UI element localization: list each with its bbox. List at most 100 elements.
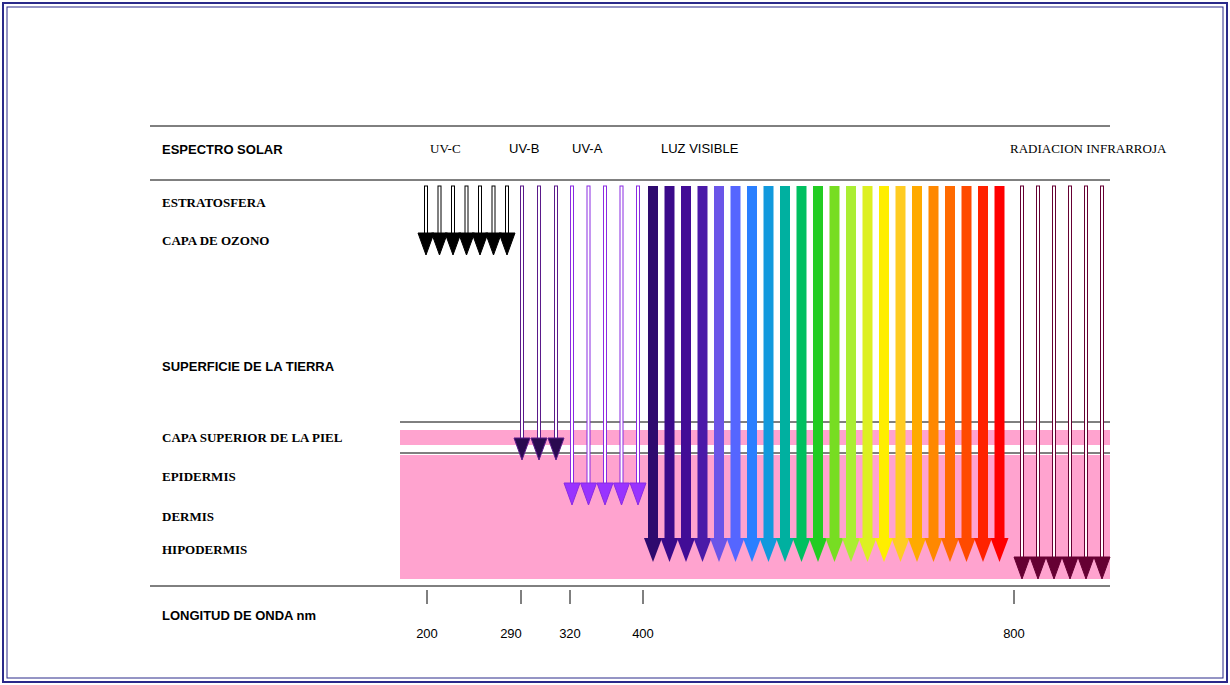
- arrow-shaft: [929, 186, 939, 540]
- radiation-arrow: [710, 186, 728, 562]
- arrow-shaft: [780, 186, 790, 540]
- arrow-shaft: [648, 186, 658, 540]
- radiation-arrow: [1094, 186, 1110, 579]
- diagram-label: SUPERFICIE DE LA TIERRA: [162, 360, 334, 373]
- arrow-head: [776, 538, 794, 562]
- arrow-shaft: [896, 186, 906, 540]
- radiation-arrow: [842, 186, 860, 562]
- radiation-arrow: [548, 186, 564, 460]
- radiation-arrow: [661, 186, 679, 562]
- arrow-head: [760, 538, 778, 562]
- radiation-arrow: [793, 186, 811, 562]
- arrow-shaft: [1085, 186, 1088, 559]
- arrow-head: [1014, 557, 1030, 579]
- arrow-head: [486, 233, 502, 255]
- arrow-shaft: [1021, 186, 1024, 559]
- radiation-arrow: [958, 186, 976, 562]
- radiation-arrow: [1046, 186, 1062, 579]
- arrow-shaft: [425, 186, 428, 235]
- arrow-shaft: [1101, 186, 1104, 559]
- arrow-head: [727, 538, 745, 562]
- arrow-head: [941, 538, 959, 562]
- radiation-arrow: [908, 186, 926, 562]
- arrow-head: [499, 233, 515, 255]
- arrow-shaft: [747, 186, 757, 540]
- arrow-head: [842, 538, 860, 562]
- arrow-head: [1030, 557, 1046, 579]
- wavelength-value: 290: [500, 627, 522, 640]
- arrow-shaft: [571, 186, 574, 485]
- arrow-shaft: [912, 186, 922, 540]
- arrow-shaft: [995, 186, 1005, 540]
- outer-frame: [3, 3, 1227, 682]
- radiation-arrow: [743, 186, 761, 562]
- radiation-arrow: [859, 186, 877, 562]
- arrow-head: [826, 538, 844, 562]
- tick-mark: [1014, 590, 1015, 604]
- arrow-head: [892, 538, 910, 562]
- arrow-shaft: [698, 186, 708, 540]
- arrow-shaft: [962, 186, 972, 540]
- radiation-arrow: [581, 186, 597, 505]
- diagram-label: DERMIS: [162, 510, 214, 523]
- arrow-head: [710, 538, 728, 562]
- arrow-head: [432, 233, 448, 255]
- radiation-arrow: [677, 186, 695, 562]
- arrow-head: [1062, 557, 1078, 579]
- arrow-head: [974, 538, 992, 562]
- arrow-head: [958, 538, 976, 562]
- arrow-shaft: [846, 186, 856, 540]
- arrow-shaft: [714, 186, 724, 540]
- radiation-arrow: [776, 186, 794, 562]
- arrow-head: [908, 538, 926, 562]
- radiation-arrow: [432, 186, 448, 255]
- arrow-shaft: [620, 186, 623, 485]
- rule-line: [150, 586, 1110, 587]
- radiation-arrow: [1078, 186, 1094, 579]
- arrow-shaft: [945, 186, 955, 540]
- arrow-head: [445, 233, 461, 255]
- radiation-arrow: [644, 186, 662, 562]
- arrow-shaft: [452, 186, 455, 235]
- arrow-shaft: [1037, 186, 1040, 559]
- diagram-label: UV-B: [509, 142, 539, 155]
- arrow-head: [925, 538, 943, 562]
- radiation-arrow: [418, 186, 434, 255]
- radiation-arrow: [760, 186, 778, 562]
- arrow-head: [1094, 557, 1110, 579]
- radiation-arrow: [941, 186, 959, 562]
- arrow-shaft: [479, 186, 482, 235]
- arrow-head: [531, 438, 547, 460]
- arrow-head: [793, 538, 811, 562]
- arrow-head: [630, 483, 646, 505]
- radiation-arrow: [514, 186, 530, 460]
- arrow-shaft: [797, 186, 807, 540]
- diagram-label: UV-C: [430, 142, 461, 155]
- tick-mark: [570, 590, 571, 604]
- radiation-arrow: [597, 186, 613, 505]
- arrow-head: [597, 483, 613, 505]
- tick-mark: [427, 590, 428, 604]
- radiation-arrow: [809, 186, 827, 562]
- radiation-arrow: [499, 186, 515, 255]
- arrow-head: [859, 538, 877, 562]
- radiation-arrow: [486, 186, 502, 255]
- diagram-label: UV-A: [572, 142, 602, 155]
- arrow-shaft: [813, 186, 823, 540]
- arrow-shaft: [637, 186, 640, 485]
- arrow-head: [809, 538, 827, 562]
- diagram-label: EPIDERMIS: [162, 470, 236, 483]
- arrow-shaft: [830, 186, 840, 540]
- diagram-label: ESPECTRO SOLAR: [162, 143, 283, 156]
- diagram-label: HIPODERMIS: [162, 543, 247, 556]
- arrow-head: [644, 538, 662, 562]
- arrow-shaft: [665, 186, 675, 540]
- arrow-shaft: [731, 186, 741, 540]
- radiation-arrow: [875, 186, 893, 562]
- radiation-arrow: [630, 186, 646, 505]
- tick-mark: [521, 590, 522, 604]
- arrow-shaft: [681, 186, 691, 540]
- arrow-shaft: [1069, 186, 1072, 559]
- arrow-shaft: [978, 186, 988, 540]
